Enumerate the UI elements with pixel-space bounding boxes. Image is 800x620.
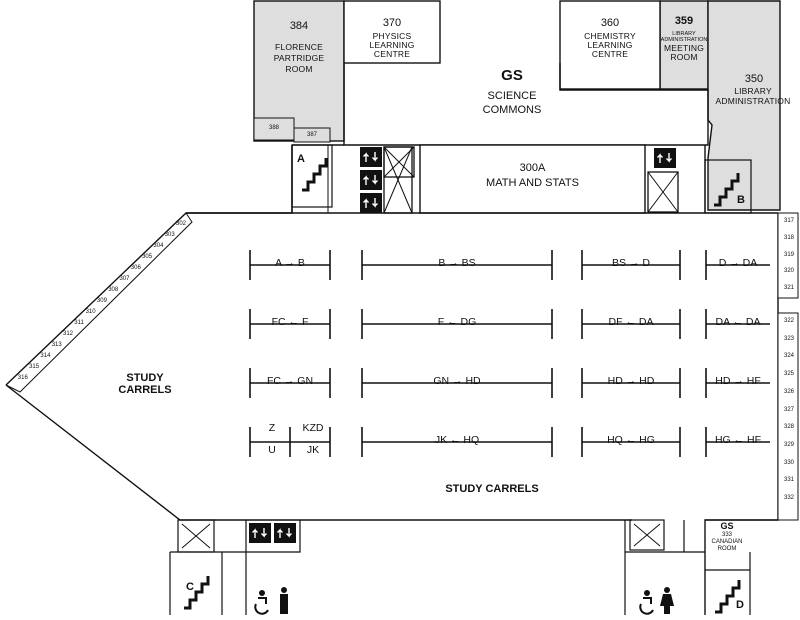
- gs333-name-1: CANADIAN: [711, 539, 743, 545]
- room-384-name-2: PARTRIDGE: [273, 53, 325, 63]
- room-350-number: 350: [744, 73, 764, 85]
- stack-range-row4-2: HQ ← HG: [607, 434, 655, 446]
- stack-range-row3-1: FC → GN: [266, 375, 314, 387]
- room-359-sub-1: LIBRARY: [672, 31, 696, 37]
- stack-range-row3-3: HD → HD: [607, 375, 655, 387]
- stack-range-row2-3: DF ← DA: [608, 316, 654, 328]
- carrel-306: 306: [130, 265, 141, 271]
- stack-u: U: [268, 444, 276, 456]
- carrel-315: 315: [29, 364, 40, 370]
- stack-kzd: KZD: [302, 422, 324, 434]
- room-360: [559, 0, 661, 90]
- gs333-name-2: ROOM: [717, 546, 737, 552]
- carrel-326: 326: [783, 388, 794, 395]
- room-370-number: 370: [382, 17, 402, 29]
- science-commons-code: GS: [501, 67, 523, 84]
- room-384-name-1: FLORENCE: [275, 42, 323, 52]
- room-359-name-2: ROOM: [670, 52, 698, 62]
- carrel-316: 316: [17, 375, 28, 381]
- science-commons-name-1: SCIENCE: [487, 90, 537, 102]
- room-360-name-2: LEARNING: [587, 40, 633, 50]
- carrel-324: 324: [783, 353, 794, 360]
- carrel-331: 331: [783, 477, 794, 484]
- carrel-320: 320: [783, 268, 794, 275]
- stair-c-label: C: [186, 581, 194, 593]
- stack-range-row1-4: D → DA: [718, 257, 758, 269]
- accessible-icon: [254, 590, 654, 615]
- room-359-name-1: MEETING: [663, 43, 705, 53]
- stack-range-row4-1: JK ← HQ: [434, 434, 480, 446]
- study-carrels-bottom: STUDY CARRELS: [445, 483, 539, 495]
- room-360-name-3: CENTRE: [591, 49, 629, 59]
- room-388-number: 388: [268, 125, 279, 131]
- room-359-number: 359: [674, 15, 694, 27]
- gs333-number: 333: [721, 532, 732, 538]
- room-359-sub-2: ADMINISTRATION: [660, 37, 708, 43]
- carrel-332: 332: [783, 495, 794, 501]
- stack-range-row1-1: A → B: [275, 257, 305, 269]
- room-360-number: 360: [600, 17, 620, 29]
- stack-range-row2-2: F ← DG: [437, 316, 477, 328]
- room-300a-name: MATH AND STATS: [486, 177, 579, 189]
- stack-jk: JK: [306, 444, 320, 456]
- room-384-number: 384: [289, 20, 309, 32]
- room-370-name-3: CENTRE: [373, 49, 411, 59]
- carrel-330: 330: [783, 459, 794, 466]
- carrel-313: 313: [51, 342, 62, 348]
- carrel-312: 312: [63, 331, 74, 337]
- carrel-309: 309: [96, 298, 107, 304]
- stair-d-label: D: [736, 599, 744, 611]
- room-360-name-1: CHEMISTRY: [584, 31, 636, 41]
- carrel-328: 328: [783, 424, 794, 431]
- stack-range-row1-2: B → BS: [438, 257, 476, 269]
- science-commons-name-2: COMMONS: [482, 104, 542, 116]
- stair-a-label: A: [297, 153, 305, 165]
- room-387-number: 387: [306, 132, 317, 138]
- stack-range-row1-3: BS → D: [612, 257, 650, 269]
- washroom-icon: [280, 587, 674, 614]
- room-370-name-2: LEARNING: [369, 40, 415, 50]
- room-370: [343, 0, 441, 64]
- carrel-322: 322: [783, 318, 794, 324]
- carrel-325: 325: [783, 371, 794, 378]
- stack-range-row3-2: GN → HD: [433, 375, 481, 387]
- carrel-323: 323: [783, 335, 794, 342]
- carrel-319: 319: [783, 251, 794, 258]
- carrel-318: 318: [783, 234, 794, 241]
- study-carrels-left-2: CARRELS: [118, 384, 172, 396]
- carrel-327: 327: [783, 406, 794, 413]
- carrel-329: 329: [783, 441, 794, 448]
- room-384-name-3: ROOM: [285, 64, 313, 74]
- stair-b-label: B: [737, 194, 745, 206]
- carrel-314: 314: [40, 353, 51, 359]
- gs333-code: GS: [720, 521, 734, 531]
- carrel-311: 311: [74, 320, 84, 326]
- room-350-name-1: LIBRARY: [734, 86, 772, 96]
- stack-range-row4-3: HG ← HF: [714, 434, 762, 446]
- carrel-302: 302: [176, 221, 187, 227]
- carrel-310: 310: [85, 309, 96, 315]
- room-387: [293, 127, 331, 143]
- carrel-303: 303: [164, 232, 175, 238]
- stack-range-row2-4: DA ← DA: [715, 316, 761, 328]
- stack-range-row2-1: FC ← F: [271, 316, 309, 328]
- room-350-name-2: ADMINISTRATION: [715, 96, 791, 106]
- carrel-321: 321: [783, 285, 794, 292]
- carrel-317: 317: [783, 218, 794, 224]
- study-carrels-left-1: STUDY: [126, 372, 164, 384]
- room-370-name-1: PHYSICS: [372, 31, 412, 41]
- stack-z: Z: [268, 422, 276, 434]
- carrel-305: 305: [142, 254, 153, 260]
- carrel-307: 307: [119, 276, 130, 282]
- carrel-304: 304: [153, 243, 164, 249]
- stack-range-row3-4: HD → HF: [715, 375, 761, 387]
- room-300a-number: 300A: [519, 162, 546, 174]
- carrel-308: 308: [108, 287, 119, 293]
